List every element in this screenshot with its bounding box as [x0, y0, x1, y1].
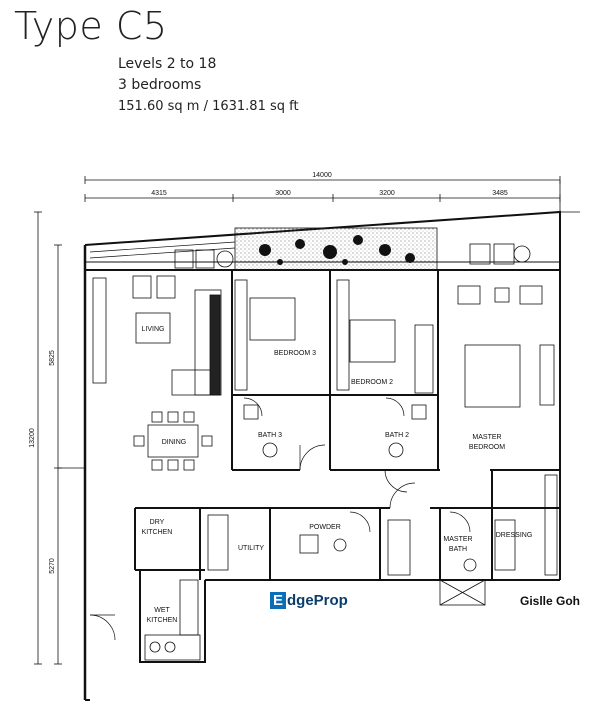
bedrooms-text: 3 bedrooms — [118, 77, 202, 93]
left-dimension-lines — [34, 211, 85, 665]
room-wet-kitchen-line1: WET — [154, 607, 170, 614]
room-bath-2: BATH 2 — [385, 432, 409, 439]
area-text: 151.60 sq m / 1631.81 sq ft — [118, 99, 299, 114]
dim-total-height: 13200 — [29, 428, 36, 448]
room-bedroom-2: BEDROOM 2 — [351, 379, 393, 386]
edgeprop-logo-mark: E — [270, 592, 286, 609]
plant-icons — [259, 235, 415, 265]
bay-window — [439, 579, 486, 606]
room-living: LIVING — [142, 326, 165, 333]
room-master-bath-line2: BATH — [449, 546, 467, 553]
levels-text: Levels 2 to 18 — [118, 56, 217, 72]
room-wet-kitchen-line2: KITCHEN — [147, 617, 178, 624]
room-dry-kitchen-line1: DRY — [150, 519, 165, 526]
door-swings — [89, 397, 471, 641]
dim-lower-height: 5270 — [49, 558, 56, 574]
plan-title: Type C5 — [14, 4, 168, 48]
outer-walls — [83, 210, 561, 701]
room-bath-3: BATH 3 — [258, 432, 282, 439]
dim-seg3: 3200 — [379, 190, 395, 197]
top-dimension-lines — [84, 176, 580, 215]
room-utility: UTILITY — [238, 545, 264, 552]
room-master-bedroom-line2: BEDROOM — [469, 444, 505, 451]
dim-total-width: 14000 — [312, 172, 332, 179]
room-powder: POWDER — [309, 524, 341, 531]
furniture — [92, 275, 558, 661]
agent-name: Gislle Goh — [520, 594, 581, 608]
room-dining: DINING — [162, 439, 187, 446]
room-dressing: DRESSING — [496, 532, 533, 539]
room-master-bath-line1: MASTER — [443, 536, 472, 543]
room-master-bedroom-line1: MASTER — [472, 434, 501, 441]
dim-seg4: 3485 — [492, 190, 508, 197]
dim-upper-height: 5825 — [49, 350, 56, 366]
dim-seg1: 4315 — [151, 190, 167, 197]
edgeprop-logo-text: dgeProp — [287, 592, 348, 609]
ac-units — [174, 243, 531, 269]
interior-walls — [134, 270, 560, 581]
room-bedroom-3: BEDROOM 3 — [274, 350, 316, 357]
room-dry-kitchen-line2: KITCHEN — [142, 529, 173, 536]
dim-seg2: 3000 — [275, 190, 291, 197]
living-label-box — [135, 312, 171, 344]
